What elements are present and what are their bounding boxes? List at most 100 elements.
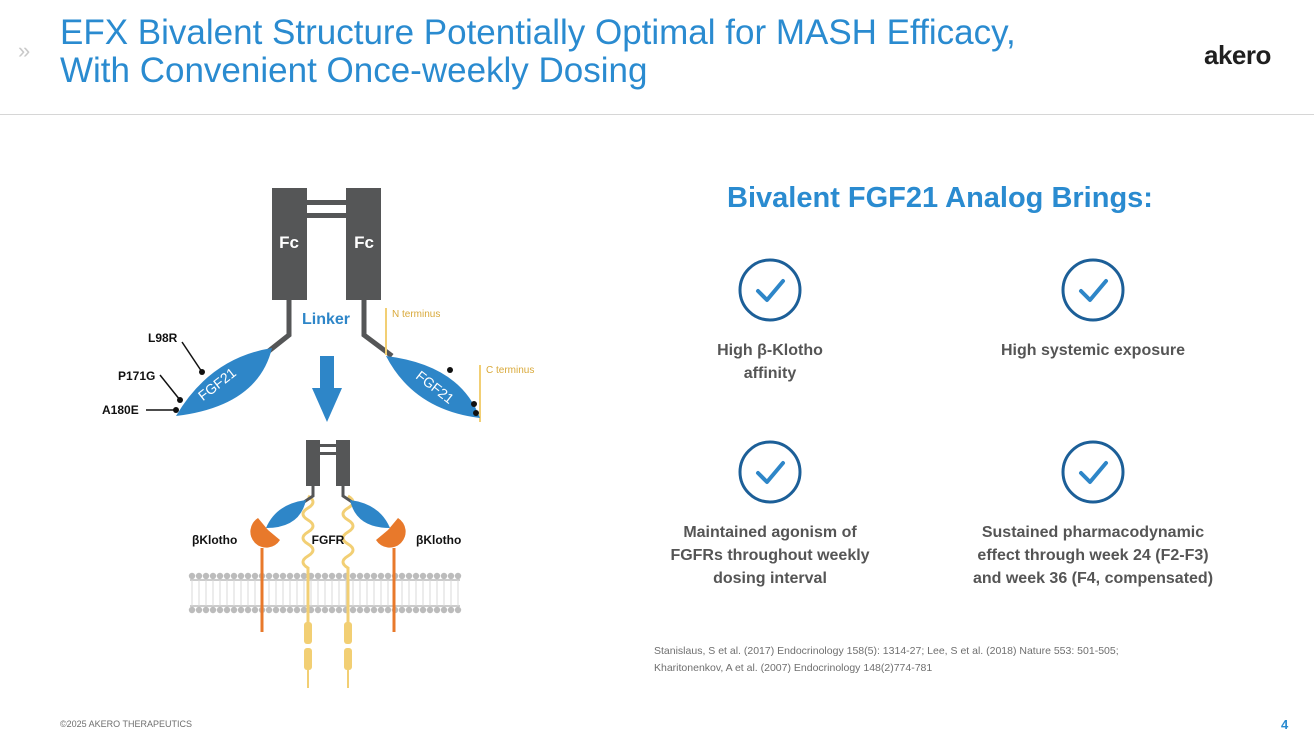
lipid-head (293, 606, 301, 614)
efx-structure-diagram: Fc Fc Linker N terminus C terminus FGF21… (102, 188, 534, 688)
lipid-head (335, 572, 343, 580)
lipid-head (384, 606, 392, 614)
lipid-head (202, 606, 210, 614)
benefit-label: High systemic exposure (963, 339, 1223, 362)
fgfr-left-kinase-2 (304, 648, 312, 670)
lipid-head (370, 606, 378, 614)
benefit-item: High β-Klotho affinity (640, 258, 900, 385)
lipid-head (419, 606, 427, 614)
lipid-head (251, 572, 259, 580)
fgf21-right-shape (386, 356, 480, 418)
fgfr-label: FGFR (312, 533, 345, 547)
lipid-head (216, 572, 224, 580)
benefit-label: High β-Klotho affinity (640, 339, 900, 385)
lipid-head (363, 606, 371, 614)
lipid-head (230, 606, 238, 614)
fgfr-receptors (301, 494, 355, 688)
linker-left (258, 300, 292, 360)
reference-line-2: Kharitonenkov, A et al. (2007) Endocrino… (654, 662, 933, 674)
lipid-head (272, 606, 280, 614)
fgfr-right-kinase-2 (344, 648, 352, 670)
hinge-bond-1 (307, 200, 346, 205)
lipid-head (433, 606, 441, 614)
lipid-head (370, 572, 378, 580)
lipid-head (321, 572, 329, 580)
beta-klotho-left (250, 518, 280, 632)
benefit-item: Maintained agonism of FGFRs throughout w… (640, 440, 900, 590)
title-line-2: With Convenient Once-weekly Dosing (60, 51, 648, 90)
l98r-leader (181, 341, 203, 373)
lipid-head (300, 572, 308, 580)
lipid-head (237, 606, 245, 614)
lipid-head (440, 606, 448, 614)
lipid-head (314, 606, 322, 614)
fc-right-block (346, 188, 381, 300)
klotho-left-label: βKlotho (192, 533, 237, 547)
lipid-head (244, 606, 252, 614)
lipid-head (216, 606, 224, 614)
lipid-head (321, 606, 329, 614)
copyright: ©2025 AKERO THERAPEUTICS (60, 719, 193, 729)
lipid-head (188, 572, 196, 580)
benefit-line: Sustained pharmacodynamic (981, 524, 1205, 541)
lipid-head (202, 572, 210, 580)
references: Stanislaus, S et al. (2017) Endocrinolog… (654, 643, 1119, 677)
lipid-head (279, 606, 287, 614)
lipid-head (426, 606, 434, 614)
lipid-head (272, 572, 280, 580)
lipid-head (447, 606, 455, 614)
lipid-head (300, 606, 308, 614)
a180e-label: A180E (102, 403, 139, 417)
lipid-head (398, 572, 406, 580)
title-line-1: EFX Bivalent Structure Potentially Optim… (60, 13, 1016, 52)
benefit-line: High β-Klotho (717, 342, 823, 359)
akero-logo: akero (1204, 40, 1271, 70)
lipid-head (195, 606, 203, 614)
fgfr-left-kinase-1 (304, 622, 312, 644)
c-terminus-label: C terminus (486, 365, 534, 376)
lipid-head (454, 572, 462, 580)
benefit-label: Maintained agonism of FGFRs throughout w… (640, 521, 900, 590)
lipid-head (412, 572, 420, 580)
check-circle-icon (1061, 258, 1125, 322)
lipid-head (188, 606, 196, 614)
lipid-head (209, 606, 217, 614)
fgf21-bound-right (350, 500, 390, 528)
check-circle-icon (1061, 440, 1125, 504)
lipid-head (426, 572, 434, 580)
benefit-item: Sustained pharmacodynamic effect through… (943, 440, 1243, 590)
lipid-head (251, 606, 259, 614)
benefit-line: dosing interval (713, 570, 827, 587)
p171g-label: P171G (118, 369, 155, 383)
slide-header: » EFX Bivalent Structure Potentially Opt… (0, 0, 1314, 115)
fc-left-label: Fc (279, 233, 299, 252)
hinge-bond-2 (307, 213, 346, 218)
lipid-head (335, 606, 343, 614)
benefit-line: affinity (743, 365, 797, 382)
beta-klotho-right (376, 518, 406, 632)
lipid-head (398, 606, 406, 614)
lipid-head (433, 572, 441, 580)
lipid-head (328, 572, 336, 580)
lipid-head (384, 572, 392, 580)
lipid-head (265, 606, 273, 614)
lipid-head (356, 606, 364, 614)
down-arrow-icon (312, 356, 342, 422)
lipid-head (454, 606, 462, 614)
slide-title: EFX Bivalent Structure Potentially Optim… (60, 14, 1016, 90)
lipid-head (349, 606, 357, 614)
chevron-icon: » (18, 38, 30, 63)
lipid-head (349, 572, 357, 580)
l98r-label: L98R (148, 331, 178, 345)
linker-label: Linker (302, 311, 350, 328)
fgf21-left: FGF21 (176, 348, 272, 416)
p171g-leader (159, 374, 181, 401)
mutation-dot-right-1 (447, 367, 453, 373)
fgfr-right-kinase-1 (344, 622, 352, 644)
benefit-line: FGFRs throughout weekly (670, 547, 870, 564)
fgfr-left-coil (301, 494, 315, 640)
n-terminus-label: N terminus (392, 309, 440, 320)
lipid-head (230, 572, 238, 580)
mutation-dot-right-2 (471, 401, 477, 407)
fgf21-right: FGF21 (386, 356, 480, 418)
